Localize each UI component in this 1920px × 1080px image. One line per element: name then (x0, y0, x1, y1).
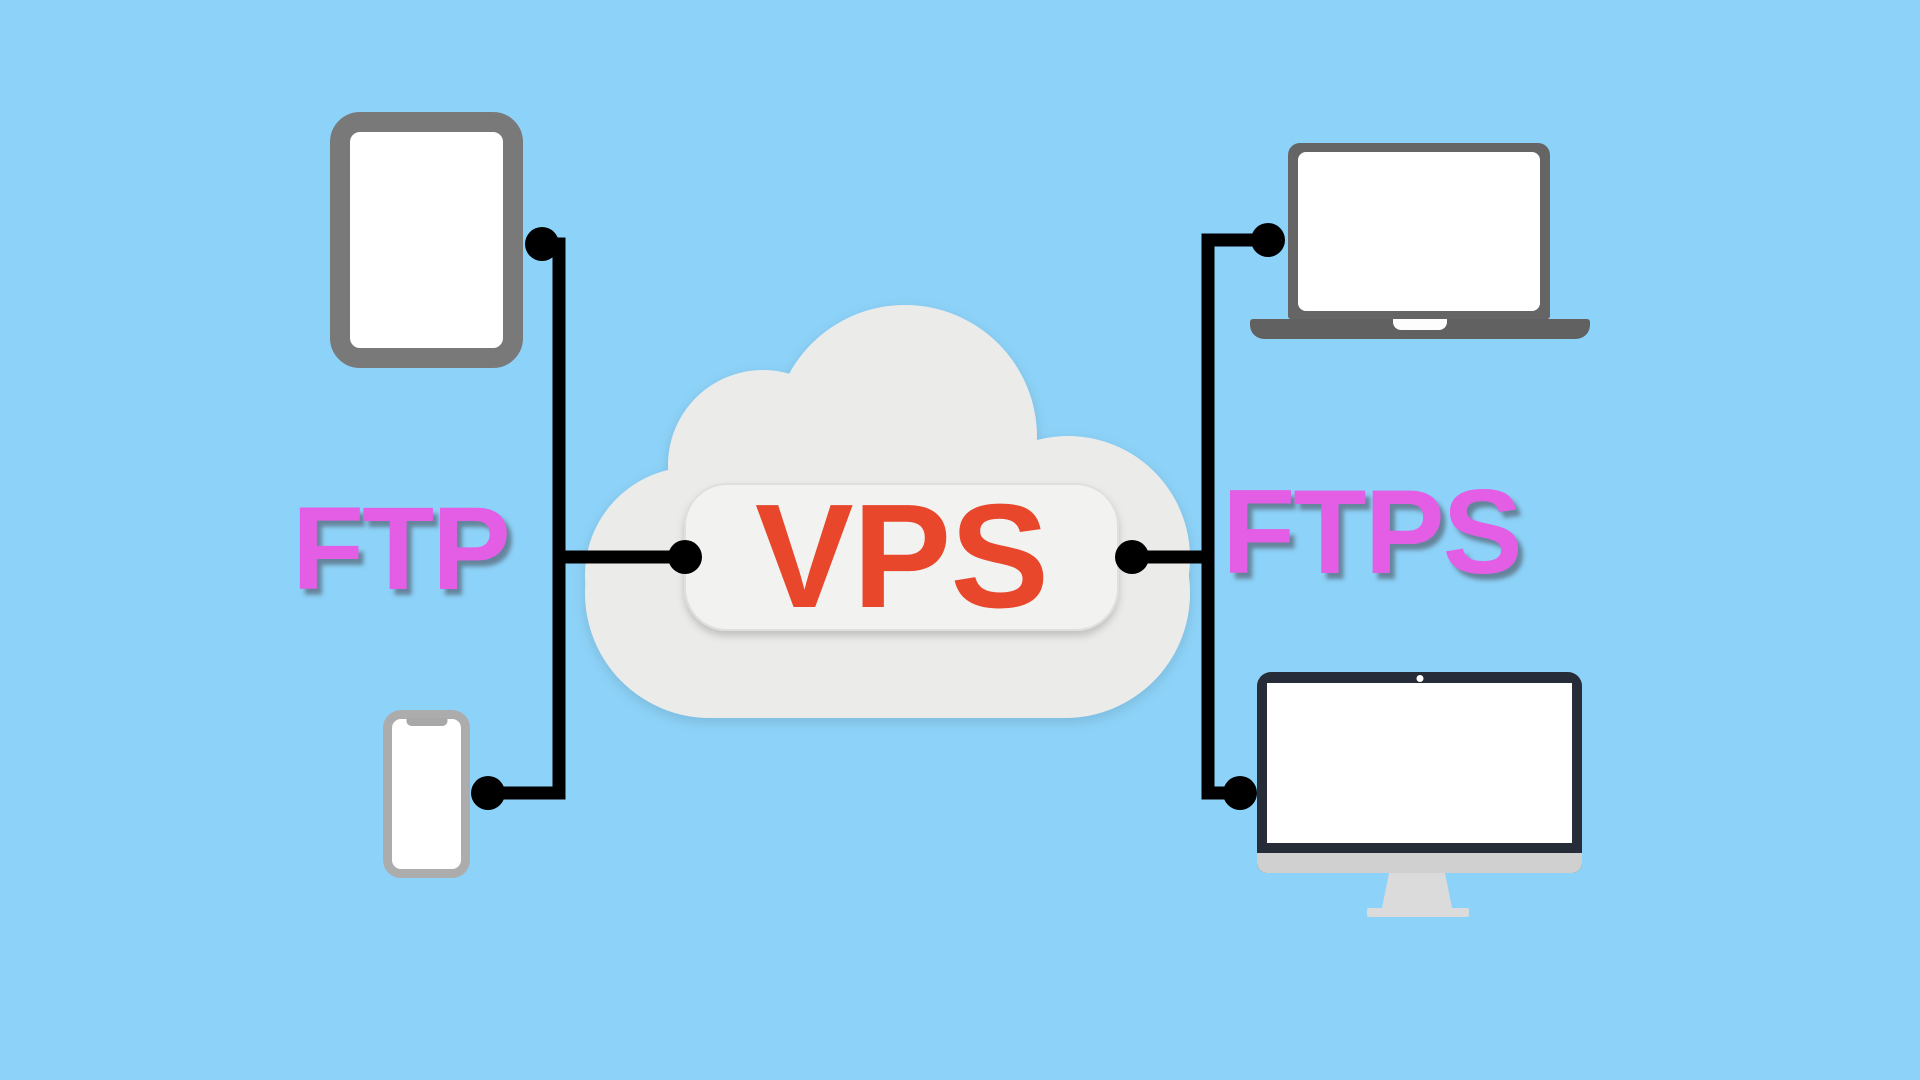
desktop-display (1267, 683, 1572, 843)
laptop-icon (1250, 143, 1590, 339)
desktop-chin (1257, 853, 1582, 873)
laptop-base-notch (1393, 319, 1447, 330)
dot-desktop (1223, 776, 1257, 810)
connection-dots (471, 223, 1285, 810)
laptop-base (1250, 319, 1590, 339)
dot-vps-right (1115, 540, 1149, 574)
desktop-icon (1257, 672, 1582, 917)
ftps-label: FTPS (1222, 465, 1523, 599)
desktop-stand (1382, 873, 1452, 908)
vps-label: VPS (754, 474, 1049, 639)
dot-tablet (525, 227, 559, 261)
ftp-label: FTP (292, 483, 511, 615)
laptop-screen (1288, 143, 1550, 319)
phone-notch (406, 718, 447, 726)
laptop-display (1298, 152, 1540, 311)
tablet-icon (330, 112, 523, 368)
dot-phone (471, 776, 505, 810)
desktop-camera-dot (1416, 675, 1423, 682)
dot-laptop (1251, 223, 1285, 257)
desktop-foot (1367, 908, 1469, 917)
desktop-monitor (1257, 672, 1582, 873)
dot-vps-left (668, 540, 702, 574)
smartphone-icon (383, 710, 470, 878)
